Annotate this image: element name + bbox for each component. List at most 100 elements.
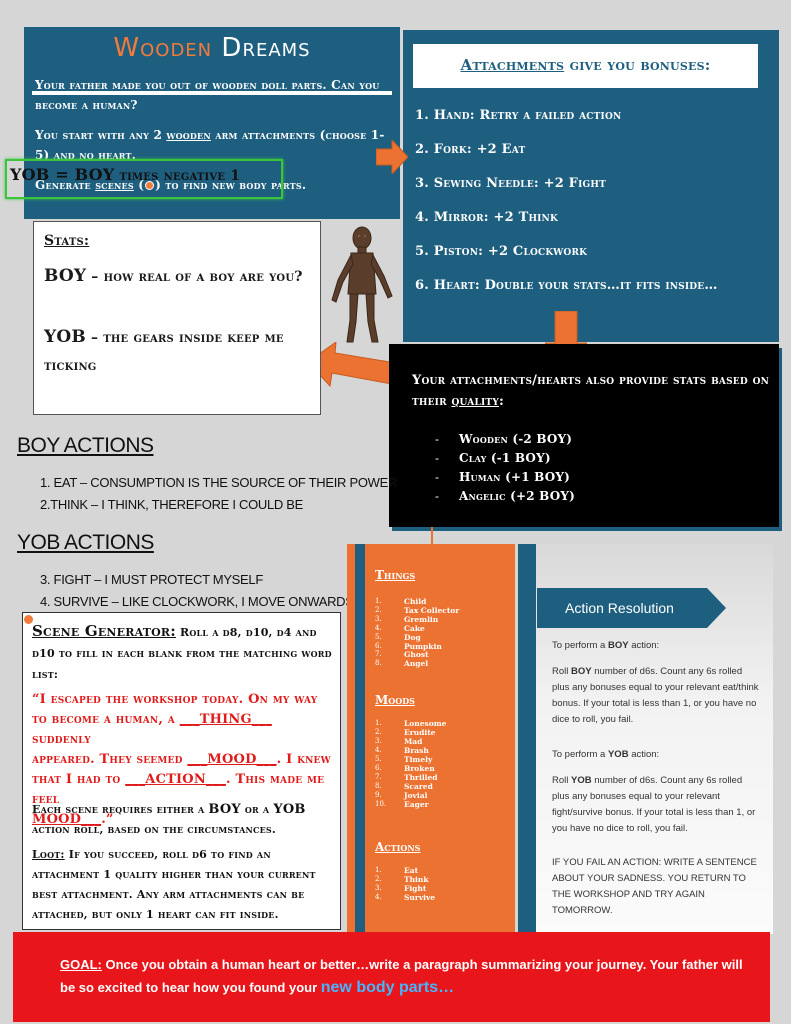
quality-item: Human (+1 BOY) [459, 470, 570, 484]
title-word-dreams: Dreams [221, 33, 311, 63]
word-entry: Child [404, 597, 427, 606]
word-entry: Erudite [404, 728, 436, 737]
moods-heading: Moods [375, 693, 415, 707]
word-number: 6. [375, 764, 382, 772]
word-entry: Eager [404, 800, 429, 809]
res-boy-rule: Roll BOY number of d6s. Count any 6s rol… [552, 664, 762, 728]
scene-generator-box: Scene Generator: Roll a d8, d10, d4 and … [22, 612, 341, 930]
things-heading: Things [375, 568, 416, 582]
res-text: action: [628, 749, 660, 760]
orange-dot-icon [145, 181, 155, 190]
attachment-item: 1. Hand: Retry a failed action [415, 108, 622, 123]
scene-heading-rest: Roll a d8, d10, d4 and d10 to fill in ea… [32, 626, 332, 681]
story-part: appeared. They seemed [32, 752, 188, 767]
story-part: . I knew [276, 752, 331, 767]
quality-intro: Your attachments/hearts also provide sta… [412, 370, 772, 412]
quality-intro-u: quality [451, 394, 499, 409]
intro-line-3b: to find new body parts. [165, 178, 307, 192]
stats-boy: BOY – how real of a boy are you? [44, 262, 319, 291]
attachment-item: 2. Fork: +2 Eat [415, 142, 526, 157]
word-entry: Pumpkin [404, 641, 442, 651]
intro-line-2a: You start with any 2 [35, 128, 167, 142]
quality-intro-a: Your attachments/hearts also provide sta… [412, 373, 770, 409]
stats-formula-box: YOB = BOY times negative 1 [5, 159, 283, 199]
attachments-panel: Attachments give you bonuses: 1. Hand: R… [403, 30, 779, 342]
word-entry: Eat [404, 866, 419, 875]
goal-body: Once you obtain a human heart or better…… [60, 957, 743, 995]
orange-dot-icon [24, 615, 33, 624]
res-text: action: [628, 640, 660, 651]
attachment-item: 3. Sewing Needle: +2 Fight [415, 176, 607, 191]
page-title: Wooden Dreams [24, 33, 400, 63]
word-number: 1. [375, 866, 382, 874]
res-bold: YOB [607, 749, 629, 760]
dash: - [435, 470, 439, 484]
story-line: appeared. They seemed ___MOOD___. I knew [32, 750, 334, 770]
word-number: 2. [375, 728, 382, 736]
word-number: 7. [375, 650, 382, 659]
res-yob-intro: To perform a YOB action: [552, 747, 762, 763]
quality-panel: Your attachments/hearts also provide sta… [389, 344, 779, 527]
yob-action-item: 3. FIGHT – I MUST PROTECT MYSELF [40, 572, 263, 587]
res-bold: YOB [571, 775, 592, 786]
word-entry: Brash [404, 746, 429, 755]
word-number: 8. [375, 782, 382, 790]
word-entry: Dog [404, 632, 421, 642]
word-entry: Angel [404, 659, 429, 669]
res-yob-rule: Roll YOB number of d6s. Count any 6s rol… [552, 773, 762, 837]
intro-line-3: Generate scenes () to find new body part… [35, 178, 307, 192]
scene-each: Each scene requires either a BOY or a YO… [32, 800, 334, 840]
dash: - [435, 432, 439, 446]
boy-action-item: 1. EAT – CONSUMPTION IS THE SOURCE OF TH… [40, 475, 398, 490]
word-number: 3. [375, 883, 382, 892]
story-line: “I escaped the workshop today. On my way [32, 692, 318, 707]
resolution-title: Action Resolution [565, 600, 674, 616]
yob-action-item: 4. SURVIVE – LIKE CLOCKWORK, I MOVE ONWA… [40, 594, 354, 609]
word-entry: Scared [404, 782, 433, 791]
scene-intro: Scene Generator: Roll a d8, d10, d4 and … [32, 621, 334, 685]
intro-line-2-wooden: wooden [166, 128, 211, 142]
res-text: Roll [552, 666, 572, 677]
res-bold: BOY [607, 640, 629, 651]
wooden-doll-figure-icon [331, 226, 393, 343]
word-number: 4. [375, 623, 382, 632]
word-number: 6. [375, 641, 382, 650]
word-entry: Gremlin [404, 614, 439, 624]
word-entry: Timely [404, 755, 433, 764]
story-blank-mood-2: MOOD___ [32, 812, 102, 827]
goal-highlight: new body parts… [320, 979, 455, 996]
connector-line [431, 527, 433, 547]
word-entry: Thrilled [404, 773, 438, 782]
word-number: 3. [375, 737, 382, 745]
attachments-title: Attachments give you bonuses: [413, 56, 758, 74]
stats-heading: Stats: [44, 233, 90, 249]
word-number: 2. [375, 874, 382, 883]
intro-line-3a: Generate [35, 178, 96, 192]
stats-box: Stats: BOY – how real of a boy are you? … [33, 221, 321, 415]
intro-line-3-scenes: scenes [95, 178, 134, 192]
res-text: number of d6s. Count any 6s rolled plus … [552, 775, 756, 834]
word-number: 3. [375, 614, 382, 623]
intro-line-2: You start with any 2 wooden arm attachme… [35, 125, 385, 165]
attachment-item: 6. Heart: Double your stats…it fits insi… [415, 278, 718, 293]
scene-loot: Loot: If you succeed, roll d6 to find an… [32, 845, 334, 925]
word-entry: Survive [404, 892, 436, 902]
story-line: that I had to ___ACTION___. This made me… [32, 770, 334, 810]
story-part: . This made me feel [32, 772, 325, 807]
scene-heading: Scene Generator: [32, 622, 176, 640]
story-blank-action: ___ACTION___ [125, 772, 226, 787]
boy-action-item: 2.THINK – I THINK, THEREFORE I COULD BE [40, 497, 304, 512]
intro-line-1: Your father made you out of wooden doll … [35, 78, 380, 112]
word-list-panel [347, 544, 515, 934]
title-divider [32, 91, 392, 95]
word-number: 7. [375, 773, 382, 781]
story-part: to become a human, a [32, 712, 180, 727]
word-number: 4. [375, 746, 382, 754]
dash: - [435, 489, 439, 503]
attachments-title-rest: give you bonuses: [564, 56, 711, 74]
res-bold: BOY [571, 666, 592, 677]
story-blank-mood: ___MOOD___ [187, 752, 277, 767]
scene-each-a: Each scene requires either a [32, 803, 209, 816]
word-entry: Mad [404, 737, 423, 746]
res-text: To perform a [552, 640, 608, 651]
